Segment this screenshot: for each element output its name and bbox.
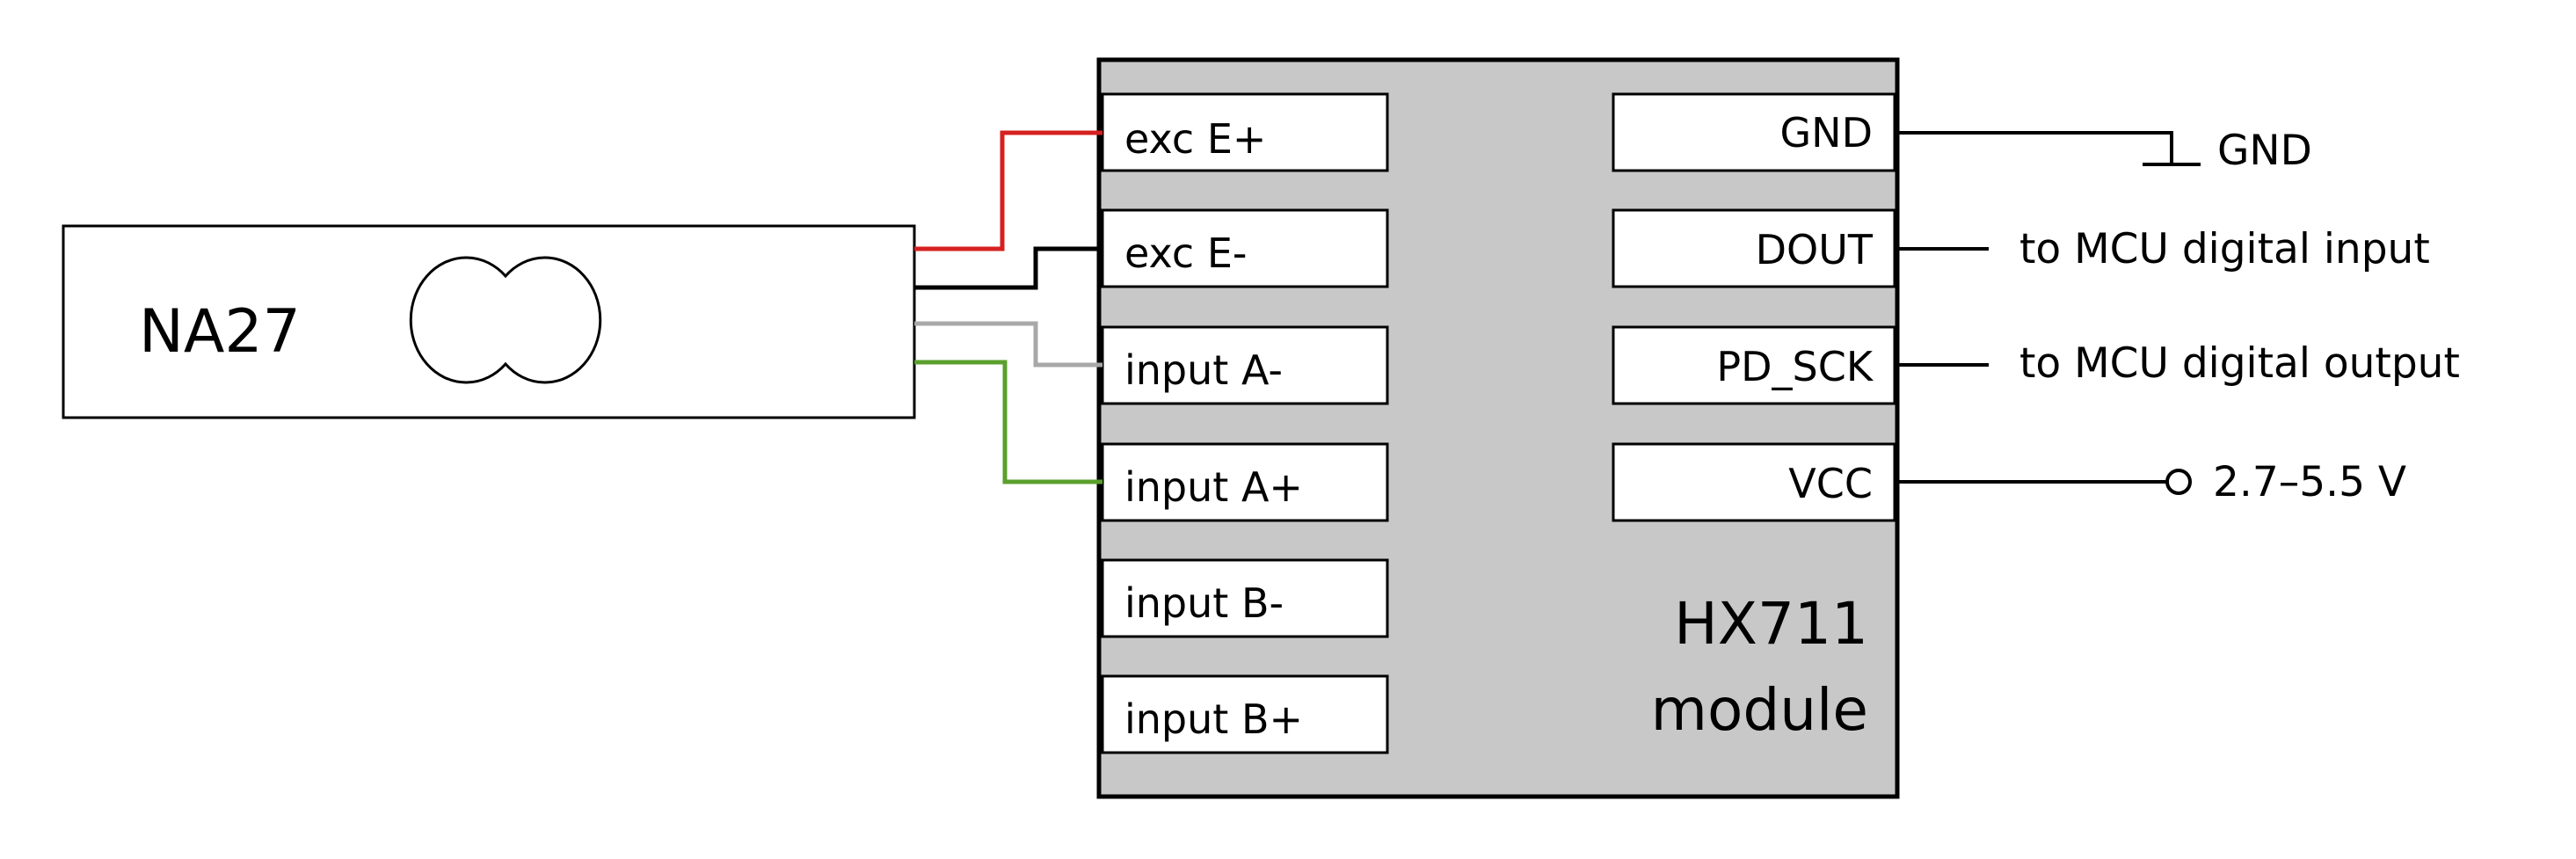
pin-label: PD_SCK <box>1716 343 1874 390</box>
pin-label: DOUT <box>1756 226 1874 273</box>
pin-box <box>1612 208 1896 288</box>
pin-box <box>1101 208 1389 288</box>
pin-box <box>1101 325 1389 405</box>
load-cell-label: NA27 <box>139 297 301 367</box>
dout-connection: to MCU digital input <box>1897 225 2430 273</box>
pd-sck-connection-label: to MCU digital output <box>2019 339 2460 388</box>
gnd-wire <box>1897 131 2173 163</box>
pin-label: input A+ <box>1124 463 1303 511</box>
pin-label: input B+ <box>1124 695 1303 743</box>
pin-box <box>1101 92 1389 172</box>
wire-grey <box>914 321 1102 368</box>
open-circle-terminal-icon <box>2165 469 2192 495</box>
load-cell-hole-icon <box>409 256 602 384</box>
pin-box <box>1101 558 1389 638</box>
pin-label: input B- <box>1124 579 1284 627</box>
vcc-connection-label: 2.7–5.5 V <box>2213 458 2406 506</box>
pin-box <box>1612 325 1896 405</box>
wire-red <box>914 130 1102 251</box>
pin-label: exc E+ <box>1124 115 1266 163</box>
pin-box <box>1612 92 1896 172</box>
wire-black <box>914 246 1102 290</box>
vcc-connection: 2.7–5.5 V <box>1897 458 2406 506</box>
left-pin-input-b-minus: input B- <box>1101 558 1389 638</box>
left-pin-input-a-minus: input A- <box>1101 325 1389 405</box>
load-cell: NA27 <box>62 224 916 419</box>
left-pin-input-b-plus: input B+ <box>1101 674 1389 754</box>
left-pin-exc-e-plus: exc E+ <box>1101 92 1389 172</box>
gnd-connection-label: GND <box>2217 127 2312 175</box>
pin-label: VCC <box>1788 460 1873 507</box>
left-pin-exc-e-minus: exc E- <box>1101 208 1389 288</box>
pin-label: GND <box>1780 109 1873 157</box>
pin-box <box>1101 442 1389 522</box>
right-pin-vcc: VCC <box>1612 442 1896 522</box>
module-title-line2: module <box>1651 676 1868 744</box>
left-pin-input-a-plus: input A+ <box>1101 442 1389 522</box>
pd-sck-connection: to MCU digital output <box>1897 339 2460 388</box>
pin-label: exc E- <box>1124 229 1247 277</box>
gnd-connection: GND <box>1897 127 2312 175</box>
module-title-line1: HX711 <box>1674 590 1868 658</box>
pin-label: input A- <box>1124 346 1283 394</box>
pin-box <box>1101 674 1389 754</box>
dout-connection-label: to MCU digital input <box>2019 225 2430 273</box>
wire-green <box>914 360 1102 484</box>
right-pin-dout: DOUT <box>1612 208 1896 288</box>
right-pin-pd-sck: PD_SCK <box>1612 325 1896 405</box>
hx711-module-body <box>1096 57 1900 799</box>
pin-box <box>1612 442 1896 522</box>
right-pin-gnd: GND <box>1612 92 1896 172</box>
